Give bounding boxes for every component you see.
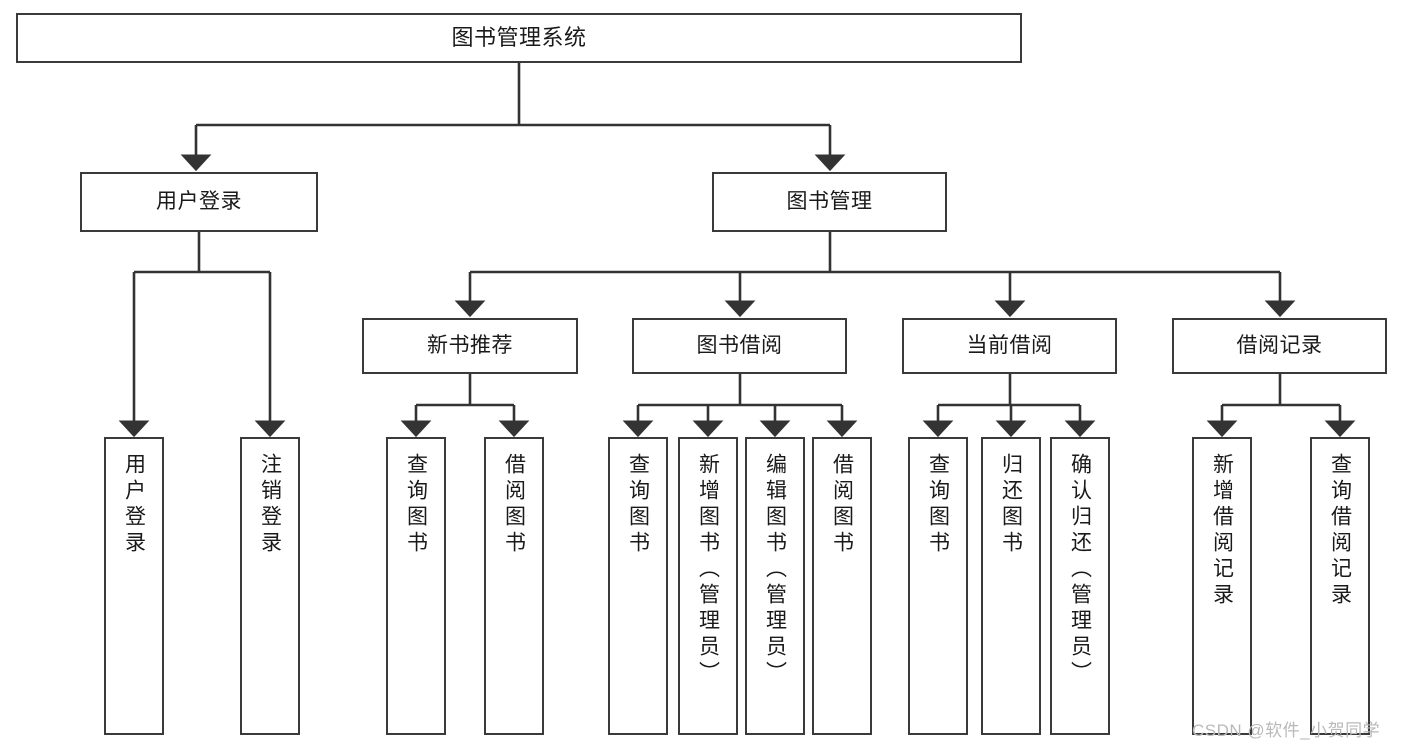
leaf-query-borrow-record[interactable]: 查询借阅记录	[1310, 437, 1370, 735]
leaf-confirm-return-admin-label: 确认归还（管理员）	[1068, 453, 1092, 687]
leaf-return-book[interactable]: 归还图书	[981, 437, 1041, 735]
node-root-label: 图书管理系统	[451, 25, 587, 51]
node-book-borrow-label: 图书借阅	[696, 333, 783, 357]
leaf-add-book-admin[interactable]: 新增图书（管理员）	[678, 437, 738, 735]
csdn-watermark: CSDN @软件_小贺同学	[1192, 721, 1381, 740]
leaf-return-book-label: 归还图书	[999, 453, 1023, 557]
leaf-borrow-book-recommend-label: 借阅图书	[502, 453, 526, 557]
leaf-query-book-borrow-label: 查询图书	[626, 453, 650, 557]
node-borrow-record[interactable]: 借阅记录	[1172, 318, 1387, 374]
leaf-user-logout-label: 注销登录	[258, 453, 282, 557]
node-current-borrow[interactable]: 当前借阅	[902, 318, 1117, 374]
leaf-borrow-book-recommend[interactable]: 借阅图书	[484, 437, 544, 735]
leaf-query-book-current[interactable]: 查询图书	[908, 437, 968, 735]
leaf-user-login[interactable]: 用户登录	[104, 437, 164, 735]
node-root[interactable]: 图书管理系统	[16, 13, 1022, 63]
leaf-add-borrow-record-label: 新增借阅记录	[1210, 453, 1234, 609]
node-borrow-record-label: 借阅记录	[1236, 333, 1323, 357]
leaf-user-logout[interactable]: 注销登录	[240, 437, 300, 735]
node-user-login-label: 用户登录	[156, 189, 242, 213]
leaf-query-book-borrow[interactable]: 查询图书	[608, 437, 668, 735]
leaf-edit-book-admin-label: 编辑图书（管理员）	[763, 453, 787, 687]
node-user-login[interactable]: 用户登录	[80, 172, 318, 232]
leaf-query-book-current-label: 查询图书	[926, 453, 950, 557]
node-new-book-recommend[interactable]: 新书推荐	[362, 318, 578, 374]
leaf-query-book-recommend[interactable]: 查询图书	[386, 437, 446, 735]
leaf-add-borrow-record[interactable]: 新增借阅记录	[1192, 437, 1252, 735]
leaf-borrow-book-borrow-label: 借阅图书	[830, 453, 854, 557]
node-book-management[interactable]: 图书管理	[712, 172, 947, 232]
leaf-borrow-book-borrow[interactable]: 借阅图书	[812, 437, 872, 735]
leaf-user-login-label: 用户登录	[122, 453, 146, 557]
leaf-edit-book-admin[interactable]: 编辑图书（管理员）	[745, 437, 805, 735]
leaf-query-borrow-record-label: 查询借阅记录	[1328, 453, 1352, 609]
node-book-management-label: 图书管理	[786, 189, 873, 213]
node-book-borrow[interactable]: 图书借阅	[632, 318, 847, 374]
node-current-borrow-label: 当前借阅	[966, 333, 1053, 357]
leaf-query-book-recommend-label: 查询图书	[404, 453, 428, 557]
leaf-confirm-return-admin[interactable]: 确认归还（管理员）	[1050, 437, 1110, 735]
leaf-add-book-admin-label: 新增图书（管理员）	[696, 453, 720, 687]
node-new-book-recommend-label: 新书推荐	[427, 333, 513, 357]
